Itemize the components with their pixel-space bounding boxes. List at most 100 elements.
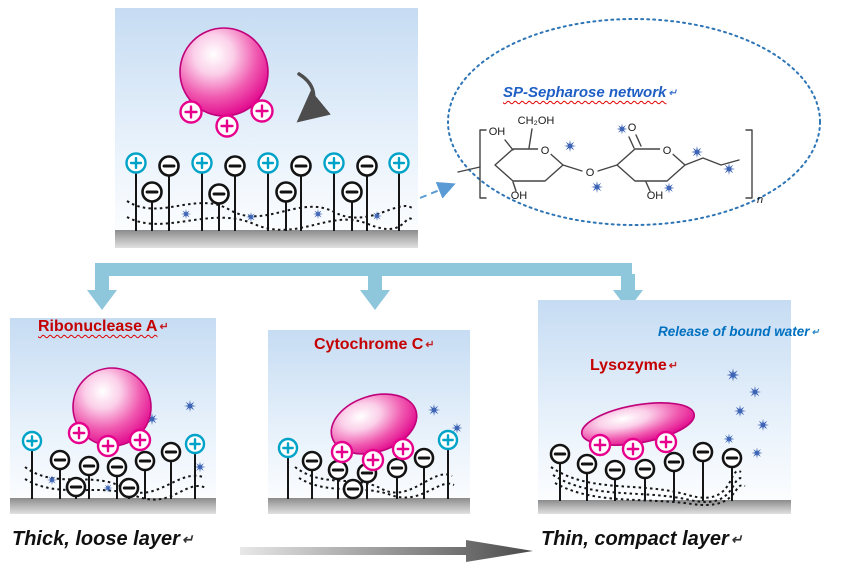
- footer-left-label-text: Thick, loose layer: [12, 528, 180, 550]
- surface-ground: [538, 500, 791, 514]
- water-molecule-star-icon: [428, 404, 440, 416]
- chem-bond: [512, 181, 517, 192]
- panel-background: [115, 8, 418, 248]
- bound-water-stars: [564, 123, 735, 194]
- chem-bond: [684, 157, 740, 166]
- negative-charge: [301, 450, 323, 499]
- negative-charge: [208, 183, 230, 231]
- chem-label-ch2oh: CH₂OH: [518, 115, 555, 127]
- negative-charge: [106, 456, 128, 499]
- surface-charges: [125, 152, 410, 231]
- negative-charge: [65, 476, 87, 499]
- water-molecule-star-icon: [103, 483, 113, 493]
- chemical-structure: OH CH₂OH O OH O O O OH n: [457, 115, 763, 206]
- label-mask: [538, 143, 552, 157]
- footer-left-label: Thick, loose layer↵: [12, 528, 193, 551]
- surface-ground: [115, 230, 418, 248]
- label-mask: [660, 143, 674, 157]
- approach-rotation-arrow: [296, 72, 331, 123]
- positive-charge: [437, 429, 459, 499]
- positive-charge: [588, 433, 612, 457]
- water-molecule-star-icon: [723, 433, 735, 445]
- flow-arrow-stem: [368, 274, 382, 291]
- paragraph-return-mark: ↵: [425, 339, 435, 351]
- lysozyme-panel: [538, 300, 791, 514]
- negative-charge: [413, 447, 435, 499]
- paragraph-return-mark: ↵: [159, 321, 169, 333]
- chem-bond: [562, 164, 583, 172]
- protein-positive-charges: [179, 99, 274, 138]
- water-molecule-star-icon: [663, 182, 675, 194]
- positive-charge: [128, 428, 152, 452]
- paragraph-return-mark: ↵: [668, 88, 677, 99]
- chem-label-oh-bottom: OH: [647, 190, 664, 202]
- mesh-line: [24, 478, 207, 501]
- water-molecule-star-icon: [757, 419, 769, 431]
- flow-arrow-stem: [95, 274, 109, 291]
- cytochrome-panel: [268, 330, 470, 514]
- positive-charge: [361, 448, 385, 472]
- water-molecule-star-icon: [181, 209, 191, 219]
- protein-positive-charges: [330, 437, 415, 472]
- paragraph-return-mark: ↵: [668, 360, 678, 372]
- chem-left-bracket: [479, 129, 487, 199]
- flow-bar: [95, 263, 632, 276]
- water-molecule-star-icon: [372, 211, 382, 221]
- sp-sepharose-detail: OH CH₂OH O OH O O O OH n: [447, 18, 821, 226]
- positive-charge: [96, 434, 120, 458]
- positive-charge: [21, 430, 43, 499]
- water-molecule-star-icon: [47, 475, 57, 485]
- negative-charge: [160, 441, 182, 499]
- negative-charge: [275, 181, 297, 231]
- protein-positive-charges: [588, 430, 678, 461]
- negative-charge: [576, 453, 598, 501]
- water-molecule-star-icon: [184, 400, 196, 412]
- detail-ellipse-border: [447, 18, 821, 226]
- chem-label-repeat-n: n: [757, 194, 763, 206]
- adsorption-overview-panel: [115, 8, 418, 248]
- chem-double-bond: [628, 136, 635, 149]
- chem-bond: [597, 164, 618, 172]
- negative-charge: [158, 155, 180, 231]
- negative-charge: [604, 459, 626, 501]
- surface-charges: [21, 430, 206, 499]
- surface-charges: [549, 441, 743, 501]
- positive-charge: [621, 437, 645, 461]
- water-molecule-star-icon: [564, 140, 576, 152]
- paragraph-return-mark: ↵: [181, 532, 194, 547]
- positive-charge: [391, 437, 415, 461]
- paragraph-return-mark: ↵: [811, 327, 820, 337]
- water-molecule-star-icon: [194, 461, 206, 473]
- mesh-line: [554, 482, 746, 507]
- negative-charge: [692, 441, 714, 501]
- negative-charge: [386, 457, 408, 499]
- protein-positive-charges: [67, 421, 152, 458]
- transition-arrow: [240, 540, 533, 562]
- panel-title-lysozyme: Lysozyme↵: [590, 357, 678, 375]
- flow-arrow-stem: [621, 274, 635, 291]
- chem-bond: [645, 181, 651, 192]
- positive-charge: [184, 433, 206, 499]
- chem-double-bond: [635, 134, 642, 147]
- mesh-line: [298, 477, 455, 499]
- water-molecule-star-icon: [751, 447, 763, 459]
- water-molecule-star-icon: [726, 368, 740, 382]
- water-molecule-star-icon: [591, 181, 603, 193]
- water-molecule-star-icon: [616, 123, 628, 135]
- polymer-mesh: [126, 200, 414, 231]
- panel-title-cytochrome-text: Cytochrome C: [314, 336, 424, 353]
- negative-charge: [134, 450, 156, 499]
- label-mask: [582, 164, 598, 180]
- paragraph-return-mark: ↵: [730, 532, 743, 547]
- polymer-mesh: [294, 466, 455, 499]
- release-water-annotation-text: Release of bound water: [658, 324, 810, 339]
- chem-label-exo-oxygen: O: [628, 122, 637, 134]
- negative-charge: [290, 155, 312, 231]
- positive-charge: [215, 114, 239, 138]
- ribonuclease-panel: [10, 318, 216, 514]
- positive-charge: [323, 152, 345, 231]
- positive-charge: [330, 440, 354, 464]
- water-molecule-star-icon: [749, 386, 761, 398]
